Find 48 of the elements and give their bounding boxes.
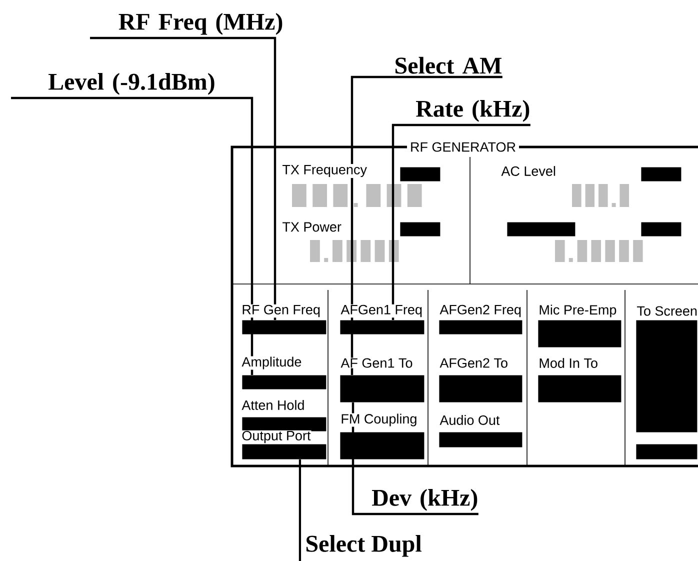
callout-text: Rate (kHz) (416, 100, 530, 122)
display-field (641, 167, 682, 182)
leader-line (350, 76, 502, 375)
display-field (340, 320, 424, 334)
display-field (439, 320, 522, 334)
leader-line (352, 402, 478, 516)
callout-text: RF Freq (MHz) (118, 13, 282, 35)
display-field (507, 222, 576, 236)
field-label: RF Gen Freq (241, 304, 321, 318)
field-label: TX Frequency (281, 164, 368, 178)
field-label: Mod In To (538, 358, 598, 368)
field-label: AFGen1 Freq (340, 304, 423, 318)
leader-line (298, 459, 302, 561)
display-field (641, 222, 682, 236)
callout-text: Select AM (396, 56, 502, 74)
field-label: Output Port (241, 430, 312, 444)
display-field (242, 320, 326, 334)
display-field (400, 222, 440, 236)
display-field (340, 432, 424, 460)
field-label: AFGen2 To (439, 358, 508, 368)
leader-line (11, 96, 254, 375)
field-label: AFGen2 Freq (439, 304, 522, 318)
field-label: FM Coupling (340, 413, 418, 427)
node-label: RF GENERATOR (411, 142, 516, 152)
callout-text: Select Dupl (306, 535, 422, 557)
field-label: AC Level (500, 165, 557, 177)
display-field (538, 375, 622, 402)
field-label: Mic Pre-Emp (538, 304, 618, 318)
leader-line (90, 36, 276, 320)
display-field (439, 375, 522, 402)
display-field (439, 432, 522, 448)
field-label: To Screen (636, 306, 698, 316)
field-label: Audio Out (439, 414, 500, 426)
display-field (636, 320, 698, 432)
field-label: TX Power (281, 221, 342, 233)
display-field (242, 444, 326, 460)
display-field (636, 444, 698, 460)
display-field (242, 375, 326, 390)
field-label: AF Gen1 To (340, 358, 414, 368)
display-field (400, 167, 440, 182)
display-field (538, 320, 622, 348)
field-label: Atten Hold (241, 400, 306, 410)
display-field (340, 375, 424, 402)
display-field (242, 417, 326, 432)
field-label: Amplitude (241, 356, 302, 370)
callout-text: Dev (kHz) (372, 489, 478, 511)
callout-text: Level (-9.1dBm) (48, 73, 214, 95)
leader-line (392, 124, 530, 320)
